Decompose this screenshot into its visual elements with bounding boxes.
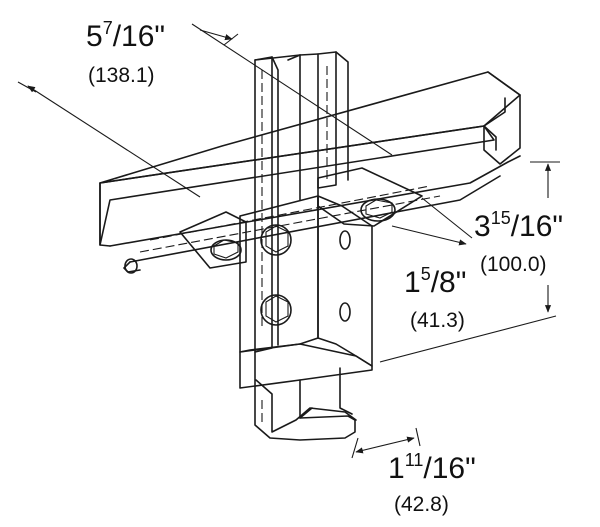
bolt-front-upper — [260, 224, 292, 256]
four-hole-bracket — [179, 167, 423, 389]
vertical-post-front — [254, 351, 357, 441]
svg-text:(42.8): (42.8) — [394, 493, 449, 516]
bolt-left-tab — [210, 239, 242, 261]
bolt-front-lower — [260, 294, 292, 326]
dimension-flange-mid — [391, 197, 473, 246]
label-flange-mid: 15/8" (41.3) — [404, 264, 466, 332]
side-holes — [339, 230, 351, 322]
svg-text:111/16": 111/16" — [388, 450, 476, 485]
svg-text:57/16": 57/16" — [86, 18, 165, 53]
dimension-width-top — [17, 23, 393, 198]
label-width-top: 57/16" (138.1) — [86, 18, 165, 87]
svg-text:15/8": 15/8" — [404, 264, 466, 299]
dimension-height-right — [379, 161, 560, 363]
svg-text:315/16": 315/16" — [474, 208, 563, 243]
svg-text:(138.1): (138.1) — [88, 64, 155, 87]
vertical-post-rear — [254, 51, 349, 353]
dimension-channel-bottom — [351, 427, 421, 459]
svg-text:(100.0): (100.0) — [480, 253, 547, 276]
label-height-right: 315/16" (100.0) — [474, 208, 563, 276]
svg-text:(41.3): (41.3) — [410, 309, 465, 332]
label-channel-bottom: 111/16" (42.8) — [388, 450, 476, 516]
bolt-right-tab — [360, 198, 396, 222]
